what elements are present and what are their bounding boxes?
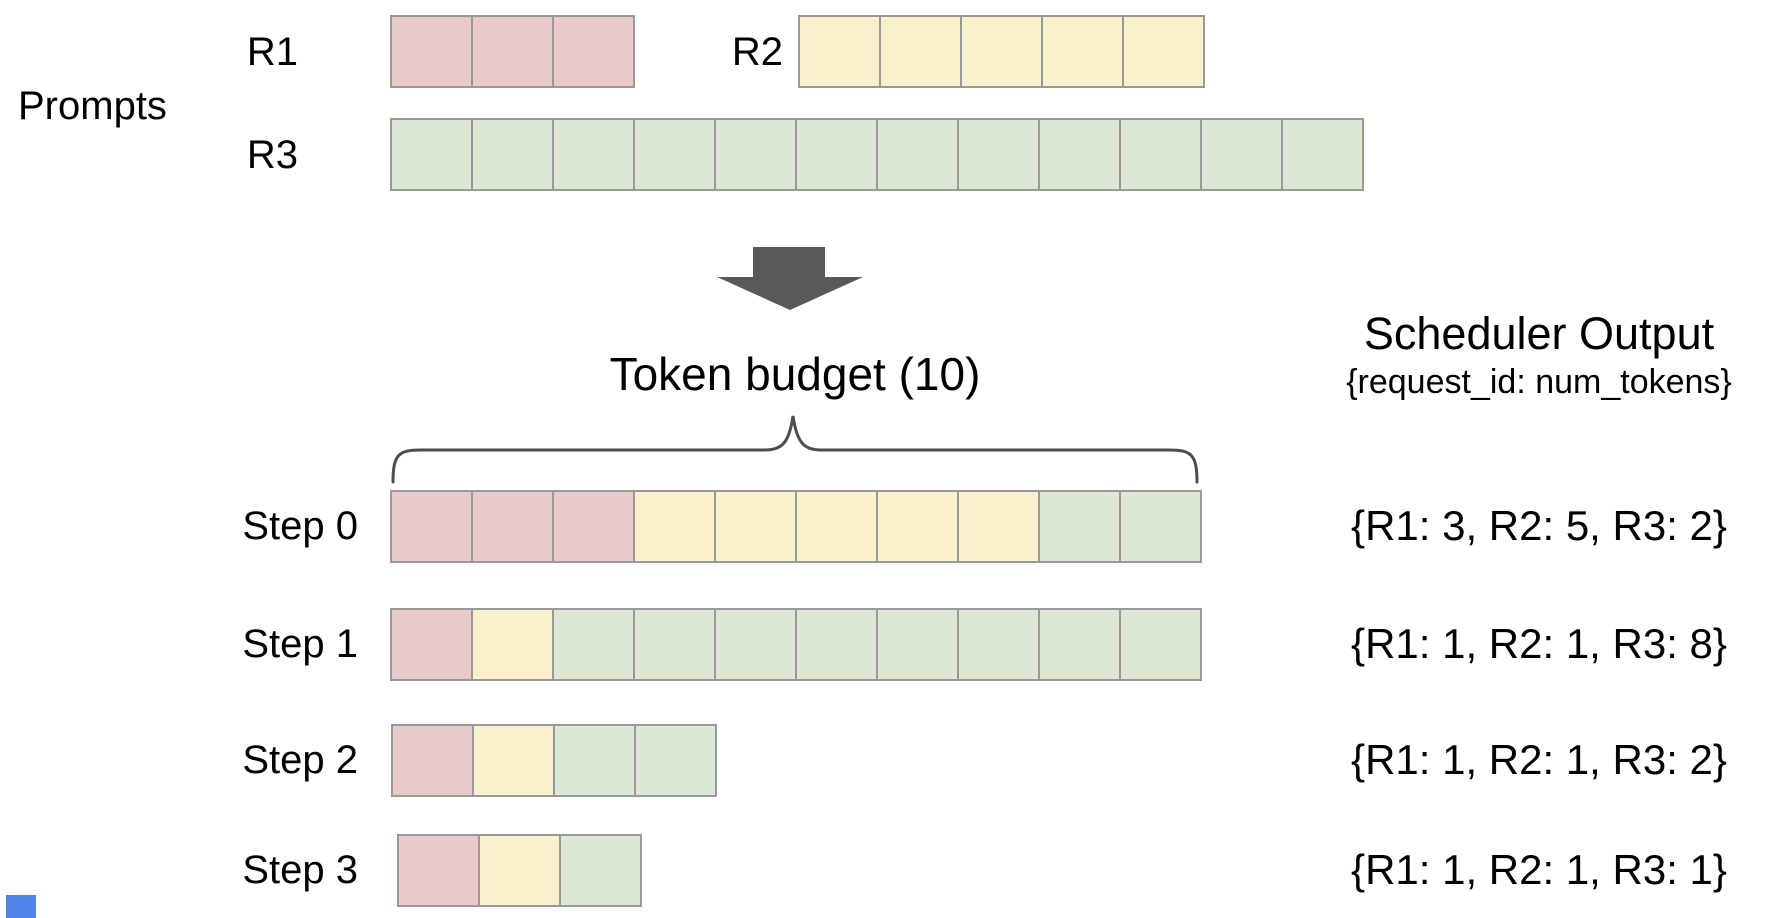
token-cell-r1 xyxy=(392,17,473,86)
step-3-row xyxy=(397,834,642,907)
prompt-row-r2 xyxy=(798,15,1205,88)
token-cell-r3 xyxy=(1040,610,1121,679)
token-cell-r1 xyxy=(392,492,473,561)
step-1-row xyxy=(390,608,1202,681)
token-cell-r3 xyxy=(1202,120,1283,189)
token-cell-r3 xyxy=(636,726,715,795)
token-cell-r2 xyxy=(474,726,555,795)
token-cell-r3 xyxy=(716,120,797,189)
scheduler-output-title: Scheduler Output xyxy=(1363,308,1715,359)
token-cell-r1 xyxy=(399,836,480,905)
scheduler-output-step-0: {R1: 3, R2: 5, R3: 2} xyxy=(1351,502,1727,549)
step-3-label: Step 3 xyxy=(242,848,358,892)
token-cell-r2 xyxy=(1043,17,1124,86)
prompt-row-r3-label: R3 xyxy=(246,133,298,177)
prompt-row-r2-label: R2 xyxy=(731,30,783,74)
token-cell-r3 xyxy=(1121,120,1202,189)
token-cell-r2 xyxy=(480,836,561,905)
token-cell-r3 xyxy=(635,610,716,679)
token-cell-r2 xyxy=(797,492,878,561)
token-cell-r2 xyxy=(959,492,1040,561)
token-cell-r3 xyxy=(392,120,473,189)
token-cell-r3 xyxy=(554,120,635,189)
step-2-label: Step 2 xyxy=(242,738,358,782)
token-cell-r3 xyxy=(1040,120,1121,189)
token-cell-r3 xyxy=(555,726,636,795)
scheduler-output-step-2: {R1: 1, R2: 1, R3: 2} xyxy=(1351,736,1727,783)
token-cell-r3 xyxy=(959,120,1040,189)
token-cell-r3 xyxy=(635,120,716,189)
step-2-row xyxy=(391,724,717,797)
token-cell-r3 xyxy=(1283,120,1362,189)
token-cell-r3 xyxy=(959,610,1040,679)
token-cell-r2 xyxy=(1124,17,1203,86)
token-cell-r2 xyxy=(473,610,554,679)
down-arrow-icon xyxy=(717,247,863,310)
token-cell-r3 xyxy=(473,120,554,189)
token-cell-r3 xyxy=(554,610,635,679)
brace-path xyxy=(391,415,1199,484)
token-cell-r1 xyxy=(554,17,633,86)
scheduler-output-subtitle: {request_id: num_tokens} xyxy=(1346,363,1732,401)
token-cell-r2 xyxy=(881,17,962,86)
token-cell-r1 xyxy=(392,610,473,679)
step-0-label: Step 0 xyxy=(242,504,358,548)
token-cell-r3 xyxy=(1121,492,1200,561)
step-1-label: Step 1 xyxy=(242,622,358,666)
token-cell-r1 xyxy=(393,726,474,795)
token-cell-r3 xyxy=(797,610,878,679)
prompt-row-r3 xyxy=(390,118,1364,191)
prompt-row-r1 xyxy=(390,15,635,88)
token-budget-label: Token budget (10) xyxy=(609,348,981,400)
prompt-row-r1-label: R1 xyxy=(246,30,298,74)
token-cell-r1 xyxy=(473,492,554,561)
step-0-row xyxy=(390,490,1202,563)
scheduler-output-step-3: {R1: 1, R2: 1, R3: 1} xyxy=(1351,846,1727,893)
token-cell-r3 xyxy=(561,836,640,905)
token-cell-r1 xyxy=(473,17,554,86)
token-cell-r3 xyxy=(797,120,878,189)
token-cell-r1 xyxy=(554,492,635,561)
token-cell-r2 xyxy=(635,492,716,561)
token-cell-r2 xyxy=(962,17,1043,86)
token-cell-r3 xyxy=(878,610,959,679)
blue-marker xyxy=(6,895,36,918)
token-cell-r3 xyxy=(878,120,959,189)
token-cell-r3 xyxy=(1040,492,1121,561)
token-budget-brace-icon xyxy=(391,415,1199,484)
token-cell-r2 xyxy=(716,492,797,561)
token-cell-r3 xyxy=(1121,610,1200,679)
token-cell-r2 xyxy=(800,17,881,86)
down-arrow-shape xyxy=(717,247,863,310)
scheduler-output-step-1: {R1: 1, R2: 1, R3: 8} xyxy=(1351,620,1727,667)
token-cell-r2 xyxy=(878,492,959,561)
prompts-section-label: Prompts xyxy=(18,84,167,128)
token-cell-r3 xyxy=(716,610,797,679)
